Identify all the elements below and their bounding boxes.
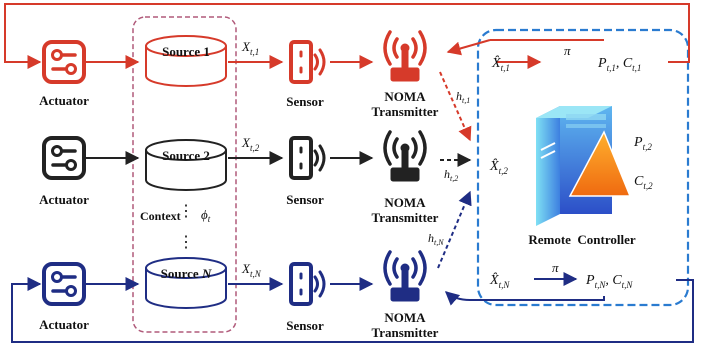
row-1: Actuator Source 1 Xt,1 Sensor NOMA Trans… xyxy=(39,30,542,142)
transmitter-label-1: NOMA xyxy=(384,195,426,210)
remote-controller-box xyxy=(476,28,690,307)
actuator-icon xyxy=(42,136,86,180)
context-box xyxy=(132,16,237,333)
output-c2: Ct,2 xyxy=(634,174,653,191)
context-symbol: ϕt xyxy=(201,207,211,224)
server-icon xyxy=(536,106,632,226)
transmitter-label-2: Transmitter xyxy=(372,104,439,119)
transmitter-label-2: Transmitter xyxy=(372,325,439,340)
sensor-icon xyxy=(289,136,326,180)
estimate-2: X̂t,2 xyxy=(489,158,508,176)
actuator-label: Actuator xyxy=(39,93,89,108)
source-cylinder xyxy=(145,139,227,191)
sensor-label: Sensor xyxy=(286,94,324,109)
transmitter-icon xyxy=(383,250,427,303)
actuator-icon xyxy=(42,262,86,306)
policy-1: π xyxy=(564,43,571,58)
signal-label: Xt,N xyxy=(241,261,262,279)
actuator-icon xyxy=(42,40,86,84)
transmitter-label-1: NOMA xyxy=(384,89,426,104)
source-cylinder xyxy=(145,257,227,309)
transmitter-label-1: NOMA xyxy=(384,310,426,325)
estimate-n: X̂t,N xyxy=(489,272,510,290)
channel-label: ht,1 xyxy=(456,89,470,105)
sensor-label: Sensor xyxy=(286,318,324,333)
feedback-loop-navy xyxy=(11,277,694,343)
feedback-arrow-n xyxy=(444,291,605,306)
signal-label: Xt,2 xyxy=(241,135,260,153)
channel-arrow xyxy=(437,190,472,269)
output-1: Pt,1, Ct,1 xyxy=(597,56,641,73)
channel-arrow xyxy=(439,71,472,142)
transmitter-icon xyxy=(383,130,427,183)
row-n: Actuator Source N Xt,N Sensor NOMA Trans… xyxy=(39,190,472,340)
transmitter-icon xyxy=(383,30,427,83)
actuator-label: Actuator xyxy=(39,192,89,207)
source-label: Source 1 xyxy=(162,44,210,59)
context-label: Context xyxy=(140,209,181,223)
policy-n: π xyxy=(552,260,559,275)
channel-label: ht,N xyxy=(428,231,444,247)
row-2: Actuator Source 2 Xt,2 Sensor NOMA Trans… xyxy=(39,130,472,225)
output-p2: Pt,2 xyxy=(633,135,652,152)
source-label: Source 2 xyxy=(162,148,210,163)
signal-label: Xt,1 xyxy=(241,39,259,57)
channel-label: ht,2 xyxy=(444,167,458,183)
vertical-dots: ⋮ xyxy=(178,234,194,251)
estimate-1: X̂t,1 xyxy=(491,55,510,73)
controller-label: Remote Controller xyxy=(528,232,636,247)
context-dots: ⋮ xyxy=(178,203,194,220)
source-cylinder xyxy=(145,35,227,87)
transmitter-label-2: Transmitter xyxy=(372,210,439,225)
sensor-label: Sensor xyxy=(286,192,324,207)
sensor-icon xyxy=(289,262,326,306)
output-n: Pt,N, Ct,N xyxy=(585,273,633,290)
actuator-label: Actuator xyxy=(39,317,89,332)
sensor-icon xyxy=(289,40,326,84)
source-label: Source N xyxy=(161,266,212,281)
feedback-arrow-1 xyxy=(446,39,491,56)
feedback-loop-red xyxy=(4,3,690,69)
